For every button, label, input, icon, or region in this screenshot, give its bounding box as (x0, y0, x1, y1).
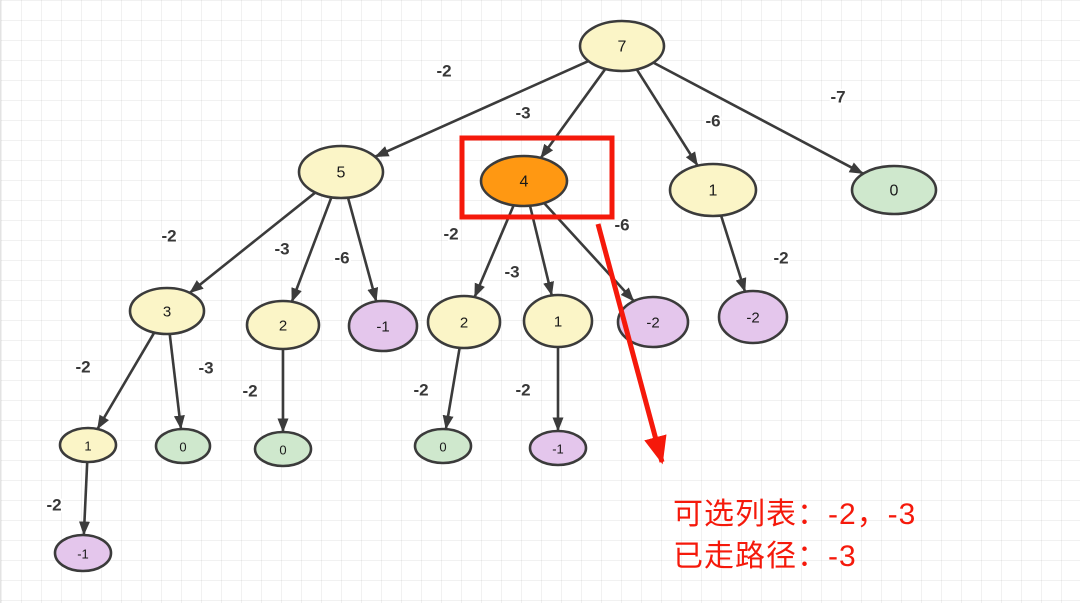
tree-edge-n7-n4[interactable] (539, 68, 607, 159)
tree-node-n4[interactable]: 4 (479, 154, 569, 208)
edge-weight-label: -2 (515, 381, 530, 400)
edge-weight-label: -6 (705, 112, 720, 131)
edge-weight-label: -2 (773, 249, 788, 268)
edge-weight-label: -2 (436, 62, 451, 81)
tree-edge-n3-n1c[interactable] (96, 331, 156, 430)
edge-weight-label: -3 (274, 240, 289, 259)
tree-node-n1c[interactable]: 1 (58, 426, 118, 464)
edge-weight-label: -2 (413, 381, 428, 400)
node-value-label: 0 (279, 443, 286, 458)
edge-weight-label: -2 (75, 358, 90, 377)
tree-node-nm1b[interactable]: -1 (528, 429, 588, 467)
tree-edge-n2b-n0c[interactable] (442, 347, 461, 430)
tree-node-n1b[interactable]: 1 (522, 293, 594, 349)
annotation-line-candidates: 可选列表：-2，-3 (673, 498, 917, 531)
node-value-label: 0 (439, 440, 446, 455)
tree-edge-n3-n0a[interactable] (168, 333, 185, 430)
tree-edge-n7-n0r[interactable] (652, 61, 864, 175)
edge-weight-label: -2 (443, 225, 458, 244)
node-value-label: -1 (77, 547, 89, 562)
tree-node-n0a[interactable]: 0 (154, 427, 212, 465)
tree-edge-n1r-nm2b[interactable] (719, 215, 747, 293)
tree-edge-n1c-nm1c[interactable] (78, 461, 90, 536)
tree-node-n2a[interactable]: 2 (245, 299, 321, 351)
node-value-label: -2 (646, 315, 659, 332)
tree-edge-n7-n1r[interactable] (635, 68, 699, 167)
edge-weight-label: -2 (161, 227, 176, 246)
annotation-line-path: 已走路径：-3 (673, 540, 857, 573)
tree-node-n0b[interactable]: 0 (253, 430, 313, 468)
tree-node-n0c[interactable]: 0 (413, 427, 473, 465)
tree-node-nm2b[interactable]: -2 (717, 289, 789, 345)
tree-edge-n7-n5[interactable] (374, 59, 589, 158)
node-value-label: -1 (552, 442, 564, 457)
node-value-label: 1 (709, 183, 718, 200)
node-value-label: -2 (746, 310, 759, 327)
node-value-label: 0 (179, 440, 186, 455)
edge-weight-label: -6 (614, 216, 629, 235)
node-value-label: -1 (376, 319, 389, 336)
edge-weight-label: -3 (198, 359, 213, 378)
tree-edge-n5-n2a[interactable] (290, 196, 333, 303)
edge-weight-label: -7 (830, 88, 845, 107)
highlight-box[interactable] (459, 135, 615, 220)
node-value-label: 4 (520, 174, 529, 191)
tree-node-n5[interactable]: 5 (297, 144, 385, 200)
tree-node-nm2a[interactable]: -2 (616, 295, 690, 349)
tree-node-nm1c[interactable]: -1 (53, 533, 113, 573)
tree-edge-n4-n2b[interactable] (473, 204, 515, 298)
tree-edge-n4-n1b[interactable] (528, 205, 554, 296)
tree-node-nm1a[interactable]: -1 (347, 299, 419, 353)
tree-node-n7[interactable]: 7 (578, 19, 666, 73)
edge-weight-label: -3 (504, 263, 519, 282)
tree-node-n0r[interactable]: 0 (850, 164, 938, 216)
node-value-label: 0 (890, 183, 899, 200)
node-value-label: 2 (279, 318, 287, 335)
edge-weight-label: -2 (242, 382, 257, 401)
node-value-label: 2 (460, 315, 468, 332)
edge-weight-label: -2 (46, 496, 61, 515)
node-value-label: 1 (84, 439, 91, 454)
tree-node-n1r[interactable]: 1 (668, 162, 758, 218)
highlight-annotation: 可选列表：-2，-3 已走路径：-3 (673, 494, 916, 578)
tree-node-n3[interactable]: 3 (128, 286, 206, 336)
tree-node-n2b[interactable]: 2 (426, 294, 502, 350)
node-value-label: 3 (163, 304, 171, 321)
tree-edge-n5-nm1a[interactable] (346, 197, 379, 302)
node-value-label: 7 (618, 39, 627, 56)
highlight-arrow[interactable] (595, 223, 667, 465)
node-value-label: 5 (337, 165, 346, 182)
edge-weight-label: -6 (334, 249, 349, 268)
node-value-label: 1 (554, 314, 562, 331)
tree-edge-n5-n3[interactable] (188, 191, 317, 294)
edge-weight-label: -3 (515, 104, 530, 123)
